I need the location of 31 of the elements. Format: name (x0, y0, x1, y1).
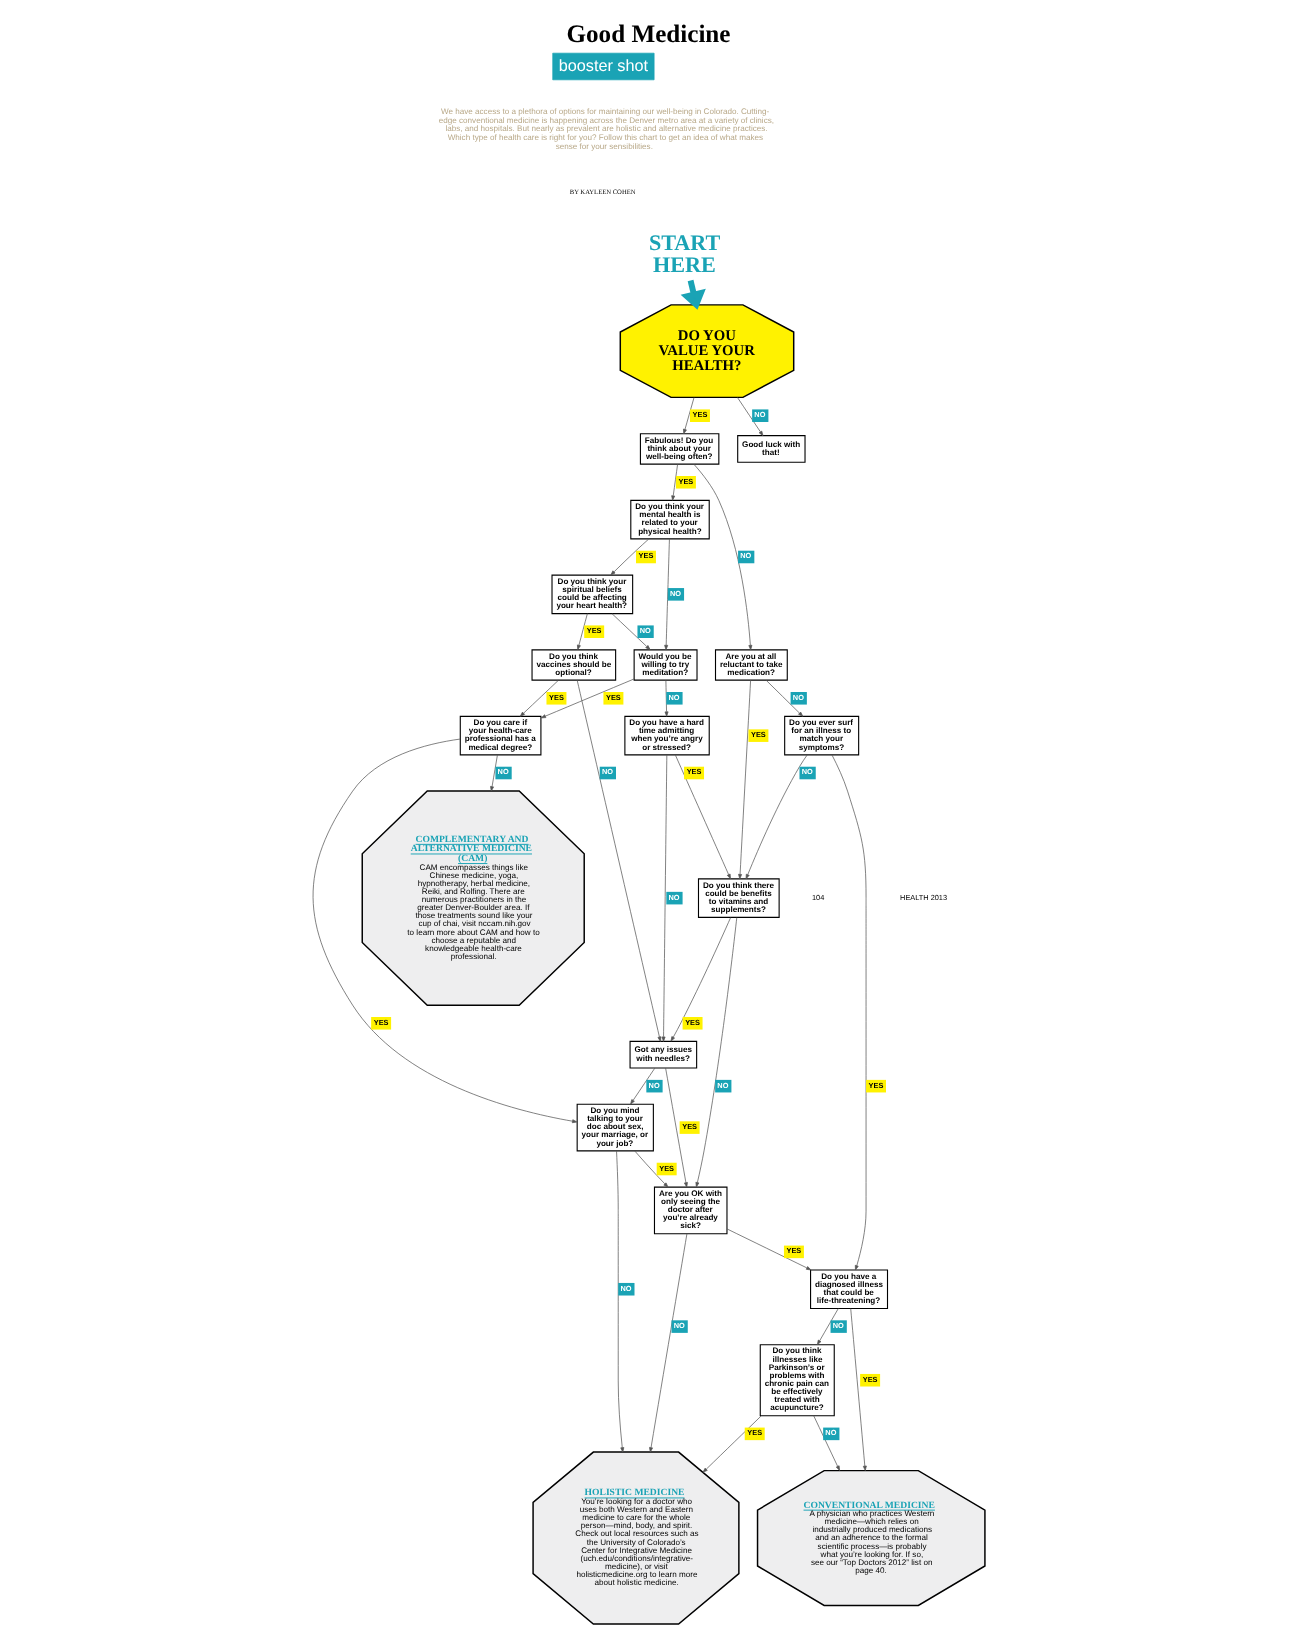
arrow (616, 1150, 625, 1453)
arrow (738, 679, 751, 880)
arrow (702, 1415, 762, 1473)
diagram-title: Good Medicine (566, 20, 731, 49)
arrow (675, 754, 731, 880)
node-text: START HERE (648, 231, 721, 279)
arrow (490, 754, 498, 792)
arrow (664, 680, 669, 717)
arrow (745, 754, 808, 880)
arrow (671, 464, 678, 501)
arrow (611, 613, 651, 650)
arrow (634, 1150, 669, 1188)
arrow (610, 538, 649, 576)
arrow (850, 1308, 867, 1471)
arrow (737, 397, 764, 436)
arrow (540, 678, 635, 719)
arrow (683, 397, 695, 435)
arrow (831, 754, 867, 1271)
arrow (661, 754, 668, 1042)
arrow (664, 538, 670, 651)
arrow (670, 917, 731, 1042)
arrow (312, 738, 578, 1124)
arrow (665, 1067, 688, 1188)
arrow (630, 1067, 656, 1105)
arrow (577, 613, 588, 650)
arrow (576, 679, 662, 1042)
arrow (695, 917, 738, 1188)
arrow (765, 680, 804, 717)
arrow (726, 1228, 812, 1271)
arrow (817, 1308, 839, 1346)
arrow (519, 680, 559, 717)
